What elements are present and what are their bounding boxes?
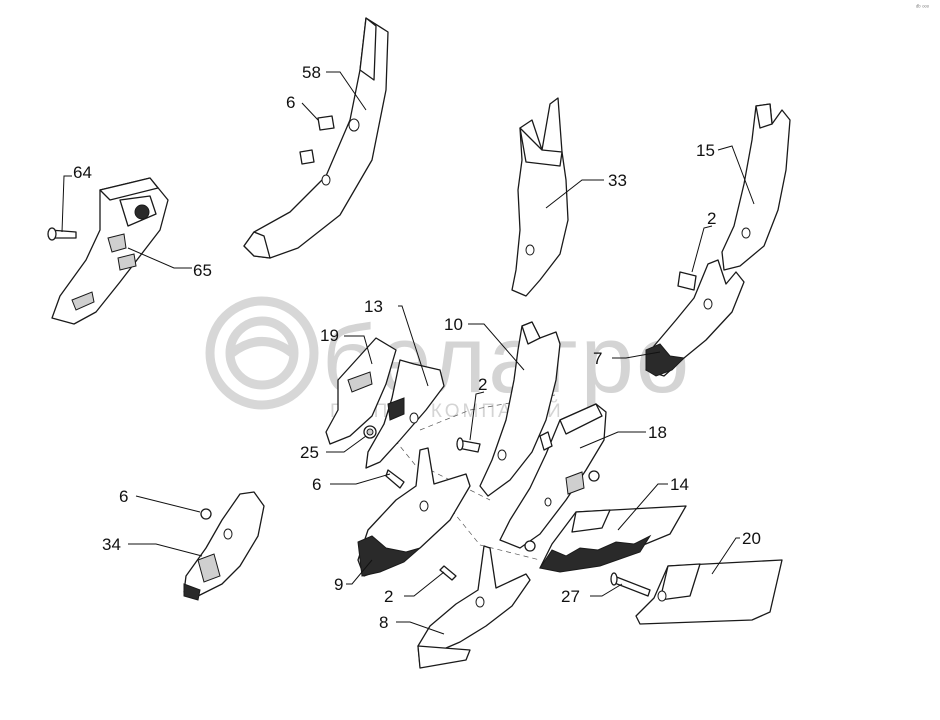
- callout-13-label: 13: [364, 297, 383, 316]
- callout-58: 58: [302, 63, 367, 111]
- callout-7: 7: [593, 349, 661, 368]
- callout-64-label: 64: [73, 163, 92, 182]
- callout-25: 25: [300, 435, 367, 462]
- part-10: [479, 321, 561, 497]
- bolt-6-left: [200, 508, 212, 520]
- part-8: [417, 545, 531, 669]
- callout-2-right-label: 2: [707, 209, 716, 228]
- callout-64: 64: [61, 163, 92, 233]
- callout-34: 34: [102, 535, 203, 557]
- bolt-27: [610, 572, 651, 597]
- callout-6-middle: 6: [312, 473, 391, 494]
- callout-15: 15: [696, 141, 755, 205]
- callout-20: 20: [711, 529, 761, 575]
- callout-7-label: 7: [593, 349, 602, 368]
- part-15: [721, 103, 791, 271]
- callout-25-label: 25: [300, 443, 319, 462]
- part-58-shank: [243, 17, 389, 259]
- callout-2-bottom: 2: [384, 571, 445, 606]
- bolt-64: [47, 227, 77, 241]
- part-7: [645, 259, 745, 377]
- bolt-6-top: [299, 115, 335, 165]
- callout-27: 27: [561, 583, 623, 606]
- part-19: [325, 337, 397, 445]
- bolt-25: [363, 425, 377, 439]
- callout-8-label: 8: [379, 613, 388, 632]
- callout-6-top: 6: [286, 93, 319, 121]
- callout-18: 18: [579, 423, 667, 449]
- callout-2-middle-label: 2: [478, 375, 487, 394]
- part-34: [183, 491, 265, 601]
- callout-6-middle-label: 6: [312, 475, 321, 494]
- callout-9: 9: [334, 559, 373, 594]
- callout-10: 10: [444, 315, 525, 371]
- callout-6-top-label: 6: [286, 93, 295, 112]
- corner-mark: ᵈᵇ ᵒᵒᵒ: [916, 4, 930, 11]
- callout-19: 19: [320, 326, 373, 365]
- callout-15-label: 15: [696, 141, 715, 160]
- part-9: [357, 447, 471, 577]
- part-65-bracket: [51, 177, 169, 325]
- callout-8: 8: [379, 613, 445, 635]
- callout-10-label: 10: [444, 315, 463, 334]
- bolt-2-middle: [456, 437, 481, 453]
- callout-9-label: 9: [334, 575, 343, 594]
- callout-2-middle: 2: [469, 375, 487, 441]
- callout-14-label: 14: [670, 475, 689, 494]
- callout-2-bottom-label: 2: [384, 587, 393, 606]
- bolt-2-right: [677, 271, 697, 291]
- part-14: [539, 505, 687, 573]
- part-20: [635, 559, 783, 625]
- callout-14: 14: [617, 475, 689, 531]
- callout-20-label: 20: [742, 529, 761, 548]
- callout-13: 13: [364, 297, 429, 387]
- callout-58-label: 58: [302, 63, 321, 82]
- callout-6-left: 6: [119, 487, 201, 513]
- callout-18-label: 18: [648, 423, 667, 442]
- part-13: [365, 359, 445, 469]
- callout-19-label: 19: [320, 326, 339, 345]
- callout-27-label: 27: [561, 587, 580, 606]
- callout-34-label: 34: [102, 535, 121, 554]
- callout-33: 33: [545, 171, 627, 209]
- callout-2-right: 2: [691, 209, 716, 273]
- callout-65: 65: [127, 247, 212, 280]
- callout-65-label: 65: [193, 261, 212, 280]
- bolt-2-bottom: [439, 565, 457, 581]
- part-33: [511, 97, 569, 297]
- bolt-6-middle: [385, 469, 405, 489]
- callout-33-label: 33: [608, 171, 627, 190]
- callout-6-left-label: 6: [119, 487, 128, 506]
- part-18: [499, 403, 607, 552]
